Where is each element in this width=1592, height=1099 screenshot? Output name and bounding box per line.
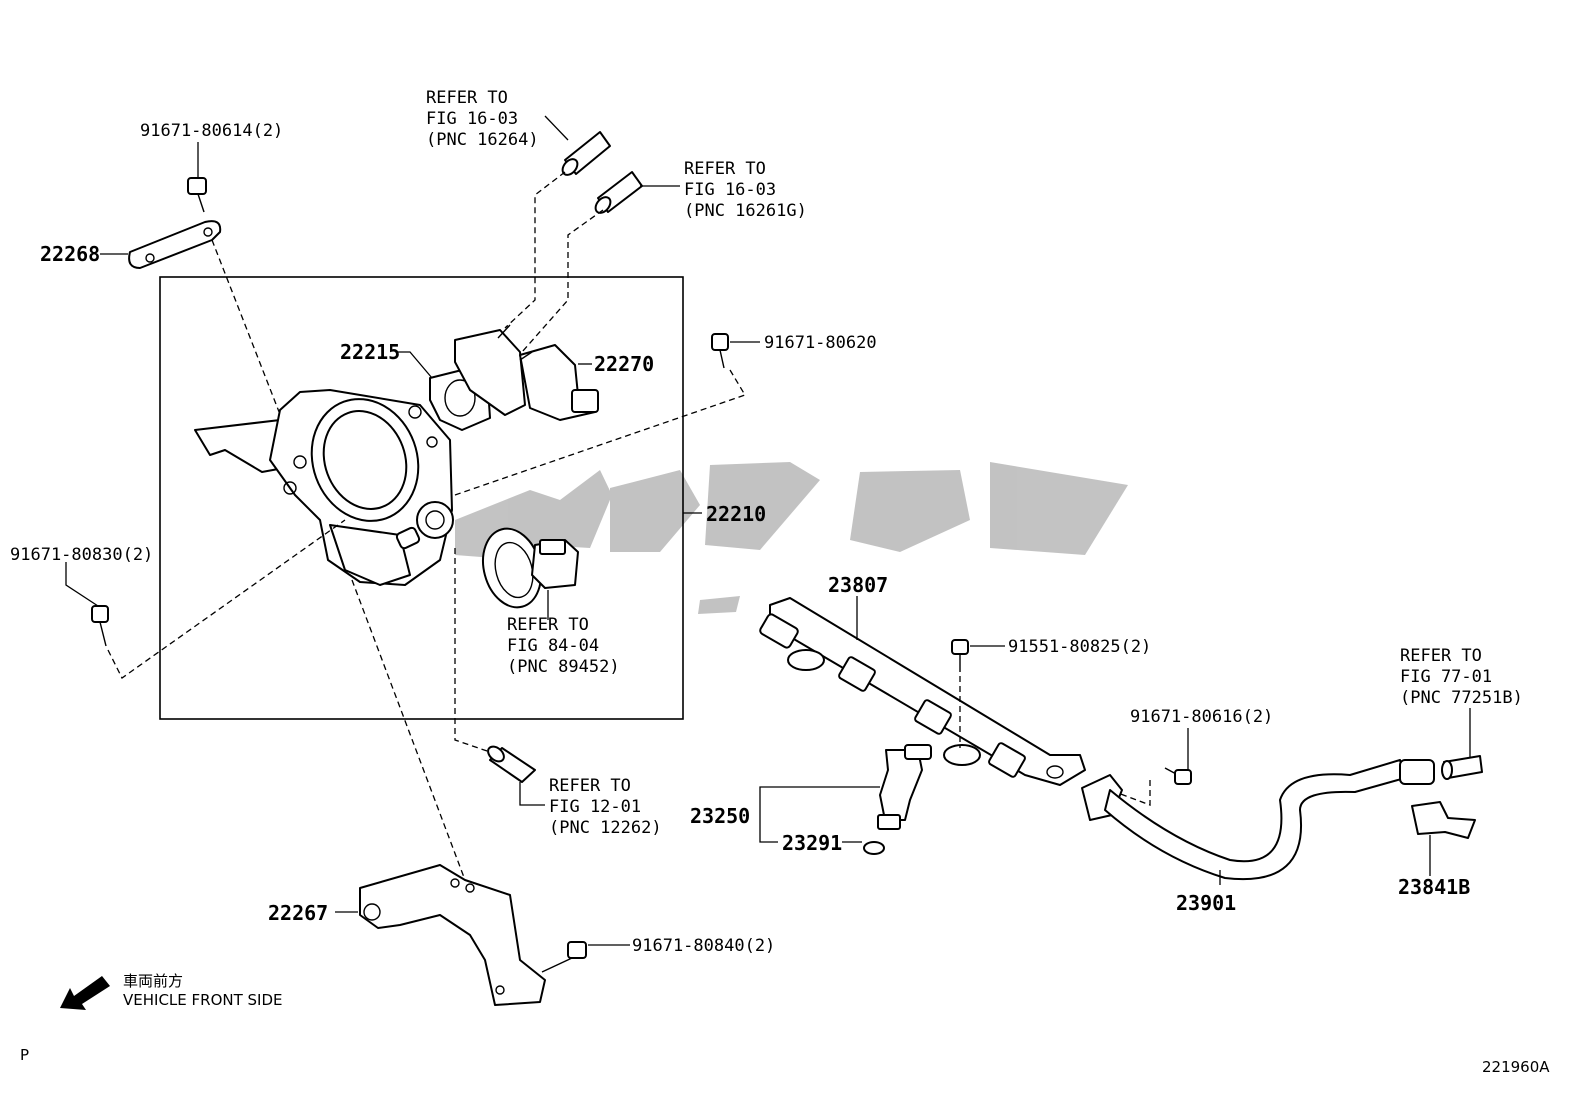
bolt-80830-drawing xyxy=(91,605,109,647)
hose-16261g-drawing xyxy=(594,171,643,214)
tps-sensor-drawing xyxy=(482,527,579,609)
refer-16261g: REFER TO FIG 16-03 (PNC 16261G) xyxy=(684,159,807,221)
bracket-22267-drawing xyxy=(359,864,546,1006)
refer-89452-line2: FIG 84-04 xyxy=(507,636,599,656)
refer-77251b: REFER TO FIG 77-01 (PNC 77251B) xyxy=(1400,646,1523,708)
bolt-80620-drawing xyxy=(711,333,729,369)
vehicle-front-arrow-icon xyxy=(60,976,110,1010)
hose-77251b-drawing xyxy=(1441,755,1483,780)
label-22270: 22270 xyxy=(594,352,654,376)
refer-16264: REFER TO FIG 16-03 (PNC 16264) xyxy=(426,88,539,150)
fuel-rail-23807-drawing xyxy=(759,597,1086,786)
label-23250: 23250 xyxy=(690,804,750,828)
refer-16261g-line2: FIG 16-03 xyxy=(684,180,776,200)
refer-77251b-line2: FIG 77-01 xyxy=(1400,667,1492,687)
bolt-80614-drawing xyxy=(187,177,207,213)
label-23841b: 23841B xyxy=(1398,875,1470,899)
throttle-body-drawing xyxy=(194,389,454,586)
label-23291: 23291 xyxy=(782,831,842,855)
refer-12262-line3: (PNC 12262) xyxy=(549,818,662,838)
refer-16264-line1: REFER TO xyxy=(426,88,508,108)
refer-89452-line1: REFER TO xyxy=(507,615,589,635)
refer-12262-line2: FIG 12-01 xyxy=(549,797,641,817)
injector-23250-drawing xyxy=(877,744,932,830)
refer-16261g-line3: (PNC 16261G) xyxy=(684,201,807,221)
hose-12262-drawing xyxy=(487,745,536,783)
refer-89452-line3: (PNC 89452) xyxy=(507,657,620,677)
watermark-logo xyxy=(455,462,1128,614)
refer-16264-line3: (PNC 16264) xyxy=(426,130,539,150)
bracket-22268-drawing xyxy=(128,220,222,269)
fuel-hose-23901-drawing xyxy=(1081,759,1435,881)
throttle-assembly-box xyxy=(159,276,684,720)
hose-16264-drawing xyxy=(561,131,611,176)
refer-77251b-line3: (PNC 77251B) xyxy=(1400,688,1523,708)
refer-77251b-line1: REFER TO xyxy=(1400,646,1482,666)
refer-12262: REFER TO FIG 12-01 (PNC 12262) xyxy=(549,776,662,838)
label-bolt-80840: 91671-80840(2) xyxy=(632,936,775,956)
bolt-80840-drawing xyxy=(541,941,587,973)
refer-12262-line1: REFER TO xyxy=(549,776,631,796)
label-22267: 22267 xyxy=(268,901,328,925)
clip-23841b-drawing xyxy=(1411,801,1476,839)
direction-en: VEHICLE FRONT SIDE xyxy=(123,991,283,1009)
refer-89452: REFER TO FIG 84-04 (PNC 89452) xyxy=(507,615,620,677)
label-23901: 23901 xyxy=(1176,891,1236,915)
bolt-80616-drawing xyxy=(1164,767,1192,785)
label-bolt-80830: 91671-80830(2) xyxy=(10,545,153,565)
label-bolt-80620: 91671-80620 xyxy=(764,333,877,353)
label-bolt-80616: 91671-80616(2) xyxy=(1130,707,1273,727)
label-bolt-80614: 91671-80614(2) xyxy=(140,121,283,141)
label-22215: 22215 xyxy=(340,340,400,364)
corner-mark: P xyxy=(20,1046,29,1064)
figure-id: 221960A xyxy=(1482,1058,1550,1076)
oring-23291-drawing xyxy=(863,841,885,855)
refer-16264-line2: FIG 16-03 xyxy=(426,109,518,129)
label-23807: 23807 xyxy=(828,573,888,597)
label-22268: 22268 xyxy=(40,242,100,266)
direction-jp: 車両前方 xyxy=(123,972,183,990)
refer-16261g-line1: REFER TO xyxy=(684,159,766,179)
label-bolt-80825: 91551-80825(2) xyxy=(1008,637,1151,657)
isc-valve-22270-drawing xyxy=(454,324,599,421)
label-22210: 22210 xyxy=(706,502,766,526)
bolt-80825-drawing xyxy=(951,639,969,672)
